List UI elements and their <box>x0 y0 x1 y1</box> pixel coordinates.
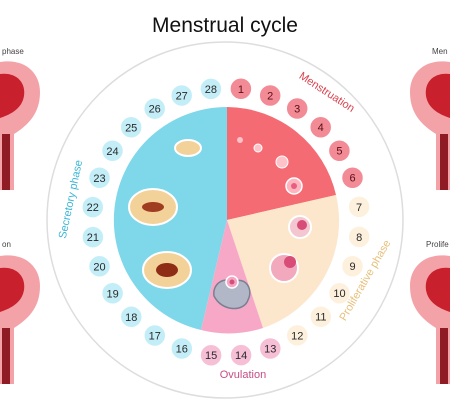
corner-label-top-right: Men <box>432 47 448 56</box>
day-bubble <box>309 304 333 329</box>
day-number: 22 <box>87 202 99 214</box>
corpus-luteum-illustrations <box>128 139 202 289</box>
corner-label-mid-left: on <box>2 240 11 249</box>
day-bubble <box>340 254 365 278</box>
day-bubble <box>169 83 194 108</box>
day-bubble <box>81 195 105 219</box>
ovulation-illustration <box>213 275 251 310</box>
day-number: 3 <box>294 104 300 116</box>
day-bubble <box>142 96 167 121</box>
day-number: 16 <box>176 344 188 356</box>
day-bubble <box>327 138 352 163</box>
corner-label-mid-right: Prolife <box>426 240 449 249</box>
day-bubble <box>119 305 144 329</box>
uterus-illustration-top-right <box>410 61 450 190</box>
day-number: 11 <box>315 312 326 324</box>
day-bubble <box>170 336 194 361</box>
day-number: 13 <box>264 344 276 356</box>
day-bubble <box>119 115 143 140</box>
day-number: 23 <box>93 173 105 185</box>
day-bubble <box>229 343 253 367</box>
day-bubble <box>81 225 105 249</box>
proliferative-phase-label: Proliferative phase <box>337 238 393 323</box>
day-number: 9 <box>349 261 355 273</box>
day-number: 19 <box>106 288 118 300</box>
day-bubble <box>347 195 371 219</box>
day-number: 7 <box>356 202 362 214</box>
uterus-illustration-top-left <box>0 61 40 190</box>
day-number: 2 <box>267 91 273 103</box>
day-bubble <box>100 139 125 163</box>
day-bubble <box>285 96 309 121</box>
day-number: 27 <box>176 91 188 103</box>
day-bubble <box>258 83 282 108</box>
day-number: 4 <box>318 122 324 134</box>
uterus-illustration-bottom-left <box>0 255 40 384</box>
day-bubble <box>87 254 112 279</box>
day-number: 26 <box>149 104 161 116</box>
day-number: 15 <box>205 350 217 362</box>
day-number: 6 <box>349 173 355 185</box>
day-bubble <box>143 323 167 348</box>
uterus-illustration-bottom-right <box>410 255 450 384</box>
day-number: 5 <box>336 146 342 158</box>
day-number: 1 <box>238 84 244 96</box>
day-number: 17 <box>149 331 161 343</box>
day-bubble <box>347 225 371 249</box>
day-number: 12 <box>291 330 303 342</box>
day-number: 24 <box>106 146 118 158</box>
ovulation-label: Ovulation <box>220 369 266 381</box>
mature-follicle-illustrations <box>269 215 312 283</box>
day-bubble <box>100 281 125 306</box>
day-bubble <box>258 336 283 361</box>
day-number: 8 <box>356 232 362 244</box>
follicle-illustrations <box>237 137 303 195</box>
day-number: 20 <box>93 261 105 273</box>
diagram-title: Menstrual cycle <box>152 14 298 37</box>
day-number: 18 <box>125 312 137 324</box>
day-bubble <box>327 281 352 305</box>
day-bubble <box>340 165 365 190</box>
secretory-phase-label: Secretory phase <box>57 159 85 240</box>
day-bubble <box>285 323 310 348</box>
day-bubble <box>229 77 253 101</box>
day-bubble <box>199 77 223 101</box>
day-bubble <box>199 343 223 367</box>
outer-guide-ring <box>46 41 404 399</box>
corner-label-top-left: phase <box>2 47 24 56</box>
day-bubble <box>308 115 333 139</box>
day-number: 21 <box>87 232 99 244</box>
day-number: 10 <box>333 288 345 300</box>
day-number: 14 <box>235 350 247 362</box>
day-number: 25 <box>125 122 137 134</box>
day-number: 28 <box>205 84 217 96</box>
day-bubbles: 1234567891011121314151617181920212223242… <box>81 77 371 367</box>
day-bubble <box>87 166 112 190</box>
